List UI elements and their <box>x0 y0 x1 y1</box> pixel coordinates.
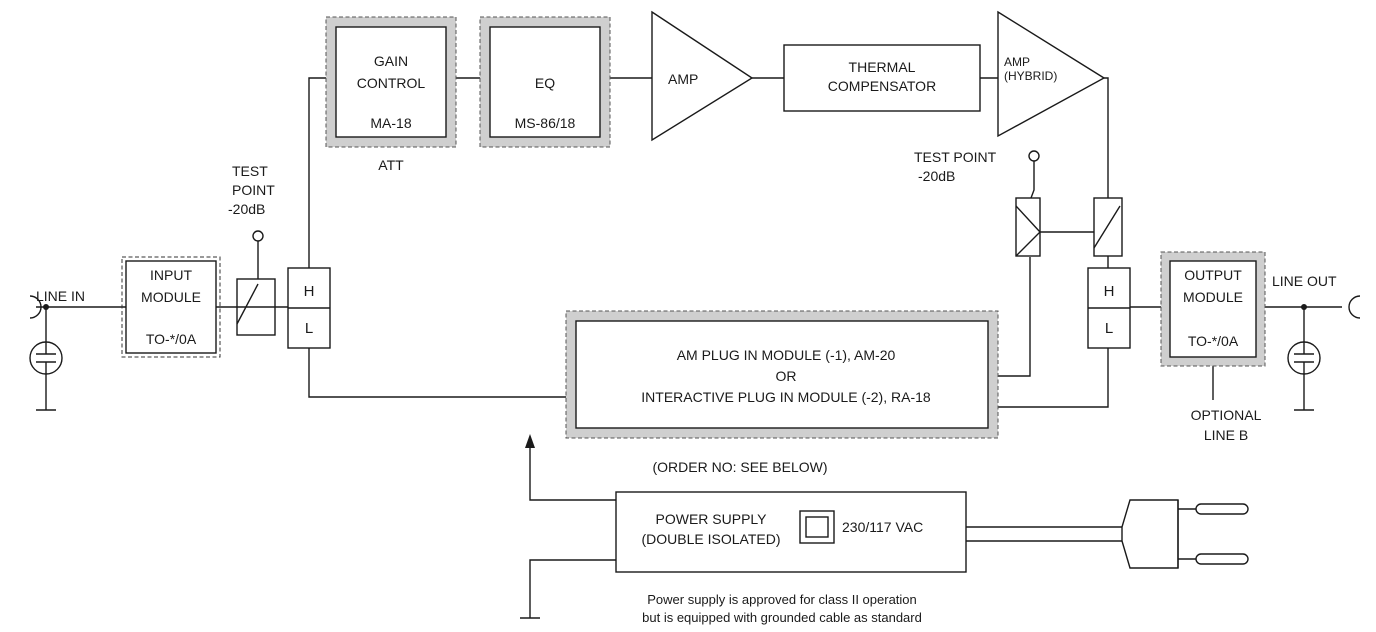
test-point-left-line3: -20dB <box>228 201 265 217</box>
wires <box>36 77 1342 619</box>
left-splitter: H L <box>287 267 331 349</box>
eq-model: MS-86/18 <box>515 115 576 131</box>
power-supply: (ORDER NO: SEE BELOW) POWER SUPPLY (DOUB… <box>525 434 1249 625</box>
note-line1: Power supply is approved for class II op… <box>647 592 917 607</box>
test-point-right-line1: TEST POINT <box>914 149 997 165</box>
right-splitter-h: H <box>1104 283 1115 300</box>
coupler-icon <box>236 278 276 336</box>
right-splitter-l: L <box>1105 320 1113 337</box>
connector-right-icon <box>1348 295 1361 319</box>
test-point-left-line2: POINT <box>232 182 275 198</box>
amp: AMP <box>651 10 754 142</box>
coupler-icon <box>1093 197 1123 257</box>
eq-module: EQ MS-86/18 <box>479 16 611 148</box>
test-point-left-line1: TEST <box>232 163 268 179</box>
amp-hybrid-line1: AMP <box>1004 55 1030 69</box>
amp-label: AMP <box>668 71 698 87</box>
thermal-line1: THERMAL <box>849 59 916 75</box>
capacitor-icon <box>1287 338 1321 378</box>
power-supply-line1: POWER SUPPLY <box>656 511 768 527</box>
input-module-subtitle: MODULE <box>141 289 201 305</box>
gain-control-line2: CONTROL <box>357 75 426 91</box>
thermal-compensator: THERMAL COMPENSATOR <box>783 44 981 112</box>
mains-plug-icon <box>1121 499 1249 569</box>
plugin-line1: AM PLUG IN MODULE (-1), AM-20 <box>677 347 896 363</box>
line-in-connector: LINE IN <box>29 288 85 411</box>
thermal-line2: COMPENSATOR <box>828 78 936 94</box>
power-supply-line2: (DOUBLE ISOLATED) <box>642 531 781 547</box>
left-splitter-h: H <box>304 283 315 300</box>
plugin-line2: OR <box>776 368 797 384</box>
left-test-point: TEST POINT -20dB <box>228 163 275 284</box>
line-out-connector: LINE OUT <box>1272 273 1361 411</box>
gain-control-line1: GAIN <box>374 53 408 69</box>
switch-icon <box>799 510 835 544</box>
input-module: INPUT MODULE TO-*/0A <box>121 256 221 358</box>
coupler-icon <box>1015 197 1041 257</box>
arrow-up-icon <box>525 434 535 448</box>
line-out-label: LINE OUT <box>1272 273 1337 289</box>
eq-title: EQ <box>535 75 555 91</box>
test-point-icon <box>252 230 264 242</box>
gain-control-model: MA-18 <box>370 115 411 131</box>
output-module-model: TO-*/0A <box>1188 333 1239 349</box>
output-module: OUTPUT MODULE TO-*/0A OPTIONAL LINE B <box>1160 251 1266 443</box>
input-module-title: INPUT <box>150 267 192 283</box>
note-line2: but is equipped with grounded cable as s… <box>642 610 922 625</box>
input-module-model: TO-*/0A <box>146 331 197 347</box>
right-test-point: TEST POINT -20dB <box>914 149 1040 207</box>
amp-hybrid-line2: (HYBRID) <box>1004 69 1057 83</box>
voltage-label: 230/117 VAC <box>842 519 923 535</box>
optional-line2: LINE B <box>1204 427 1248 443</box>
output-module-subtitle: MODULE <box>1183 289 1243 305</box>
att-label: ATT <box>378 157 404 173</box>
optional-line1: OPTIONAL <box>1191 407 1262 423</box>
capacitor-icon <box>29 338 63 378</box>
plugin-module: AM PLUG IN MODULE (-1), AM-20 OR INTERAC… <box>565 310 999 439</box>
order-no: (ORDER NO: SEE BELOW) <box>652 459 827 475</box>
output-module-title: OUTPUT <box>1184 267 1242 283</box>
plugin-line3: INTERACTIVE PLUG IN MODULE (-2), RA-18 <box>641 389 931 405</box>
right-splitter: H L <box>1087 267 1131 349</box>
gain-control-module: GAIN CONTROL MA-18 ATT <box>325 16 457 173</box>
amp-hybrid: AMP (HYBRID) <box>997 10 1106 138</box>
connector-left-icon <box>29 295 42 319</box>
line-in-label: LINE IN <box>36 288 85 304</box>
test-point-right-line2: -20dB <box>918 168 955 184</box>
left-splitter-l: L <box>305 320 313 337</box>
